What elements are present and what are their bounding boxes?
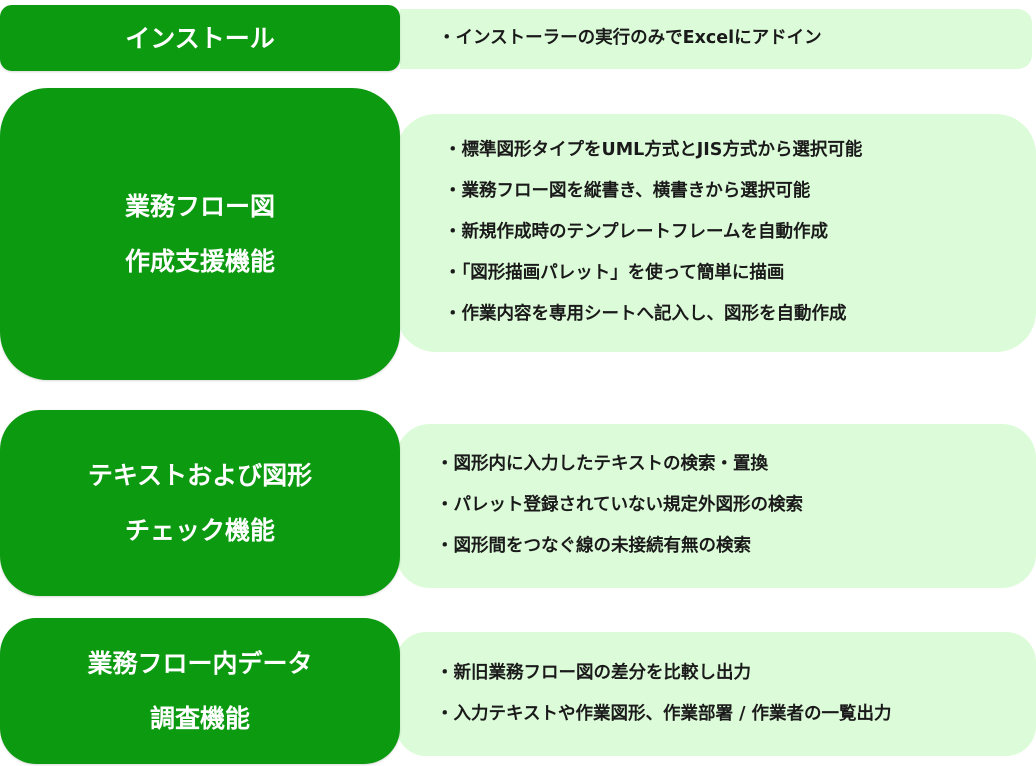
feature-item: ・新旧業務フロー図の差分を比較し出力 <box>436 662 751 683</box>
feature-item: ・業務フロー図を縦書き、横書きから選択可能 <box>444 181 811 202</box>
feature-row-install: ・インストーラーの実行のみでExcelにアドイン インストール <box>0 5 1036 71</box>
feature-label-text: インストール <box>125 23 275 53</box>
feature-row-data-survey: ・新旧業務フロー図の差分を比較し出力 ・入力テキストや作業図形、作業部署 / 作… <box>0 618 1036 764</box>
feature-item: ・入力テキストや作業図形、作業部署 / 作業者の一覧出力 <box>436 704 892 724</box>
feature-label-data-survey: 業務フロー内データ 調査機能 <box>0 618 400 764</box>
feature-item: ・「図形描画パレット」を使って簡単に描画 <box>444 263 785 284</box>
feature-item: ・インストーラーの実行のみでExcelにアドイン <box>438 28 822 49</box>
feature-item: ・図形内に入力したテキストの検索・置換 <box>436 454 768 475</box>
feature-label-install: インストール <box>0 5 400 71</box>
feature-row-flow-support: ・標準図形タイプをUML方式とJIS方式から選択可能 ・業務フロー図を縦書き、横… <box>0 88 1036 380</box>
feature-description-data-survey: ・新旧業務フロー図の差分を比較し出力 ・入力テキストや作業図形、作業部署 / 作… <box>396 632 1036 756</box>
feature-row-check: ・図形内に入力したテキストの検索・置換 ・パレット登録されていない規定外図形の検… <box>0 410 1036 596</box>
feature-label-text: 調査機能 <box>149 704 250 733</box>
feature-item: ・図形間をつなぐ線の未接続有無の検索 <box>436 536 751 557</box>
feature-description-install: ・インストーラーの実行のみでExcelにアドイン <box>400 9 1032 69</box>
feature-item: ・標準図形タイプをUML方式とJIS方式から選択可能 <box>444 140 863 161</box>
feature-label-flow-support: 業務フロー図 作成支援機能 <box>0 88 400 380</box>
feature-label-text: チェック機能 <box>124 516 275 545</box>
feature-label-text: 業務フロー内データ <box>87 649 313 678</box>
feature-item: ・作業内容を専用シートへ記入し、図形を自動作成 <box>444 304 847 325</box>
feature-description-check: ・図形内に入力したテキストの検索・置換 ・パレット登録されていない規定外図形の検… <box>396 424 1036 588</box>
feature-item: ・新規作成時のテンプレートフレームを自動作成 <box>444 222 828 243</box>
feature-label-text: 作成支援機能 <box>124 247 275 276</box>
feature-description-flow-support: ・標準図形タイプをUML方式とJIS方式から選択可能 ・業務フロー図を縦書き、横… <box>396 114 1036 352</box>
feature-label-text: テキストおよび図形 <box>87 461 313 490</box>
feature-label-text: 業務フロー図 <box>124 192 275 221</box>
feature-label-check: テキストおよび図形 チェック機能 <box>0 410 400 596</box>
feature-item: ・パレット登録されていない規定外図形の検索 <box>436 495 803 516</box>
